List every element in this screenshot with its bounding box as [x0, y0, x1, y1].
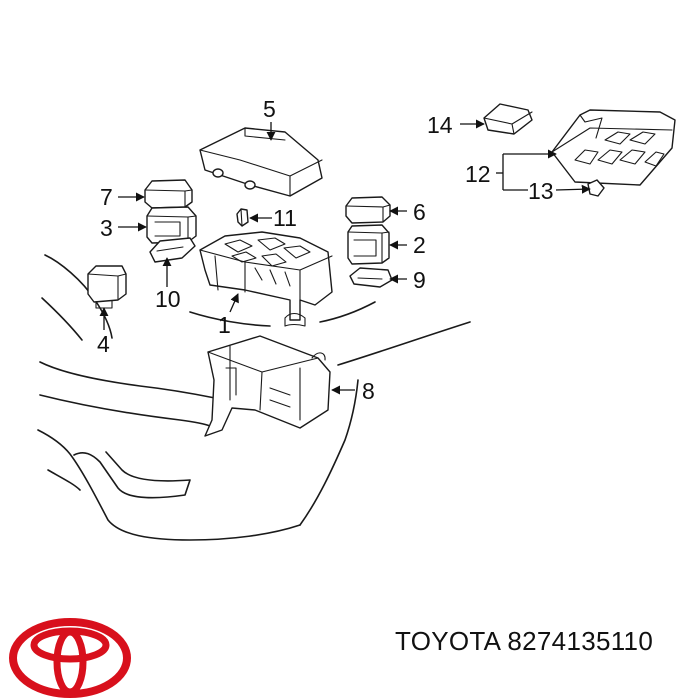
brand-name: TOYOTA [395, 626, 500, 656]
part-number-caption: TOYOTA 8274135110 [395, 626, 653, 657]
callout-13: 13 [528, 178, 554, 204]
part-11-fuse-clip [236, 208, 249, 227]
callout-6: 6 [413, 199, 426, 225]
part-10-relay-bracket [149, 237, 196, 263]
part-2-relay-block [347, 224, 390, 265]
toyota-emblem-icon [9, 618, 131, 698]
callout-3: 3 [100, 215, 113, 241]
callout-4: 4 [97, 331, 110, 357]
callout-9: 9 [413, 267, 426, 293]
part-5-fuse-box-cover [199, 127, 323, 197]
part-number: 8274135110 [507, 626, 654, 656]
part-4-relay [87, 265, 127, 309]
part-7-relay-cover [144, 179, 193, 209]
part-8-fuse-block-bracket [204, 335, 331, 437]
vehicle-body-outline [37, 254, 471, 541]
part-3-relay-block [146, 206, 197, 244]
callout-5: 5 [263, 96, 276, 122]
part-1-fuse-block [199, 231, 333, 327]
callout-12: 12 [465, 161, 491, 187]
part-9-relay-bracket [349, 267, 393, 288]
callout-2: 2 [413, 232, 426, 258]
callout-1: 1 [218, 312, 231, 338]
callout-10: 10 [155, 286, 181, 312]
callout-labels: 5 7 3 11 6 2 9 10 1 4 8 14 12 13 [97, 96, 554, 404]
part-6-relay-cover [345, 196, 391, 224]
leader-lines [99, 119, 591, 395]
callout-7: 7 [100, 184, 113, 210]
callout-11: 11 [273, 205, 297, 231]
callout-14: 14 [427, 112, 453, 138]
callout-8: 8 [362, 378, 375, 404]
part-14-relay [483, 103, 533, 135]
part-12-junction-block [551, 109, 676, 186]
